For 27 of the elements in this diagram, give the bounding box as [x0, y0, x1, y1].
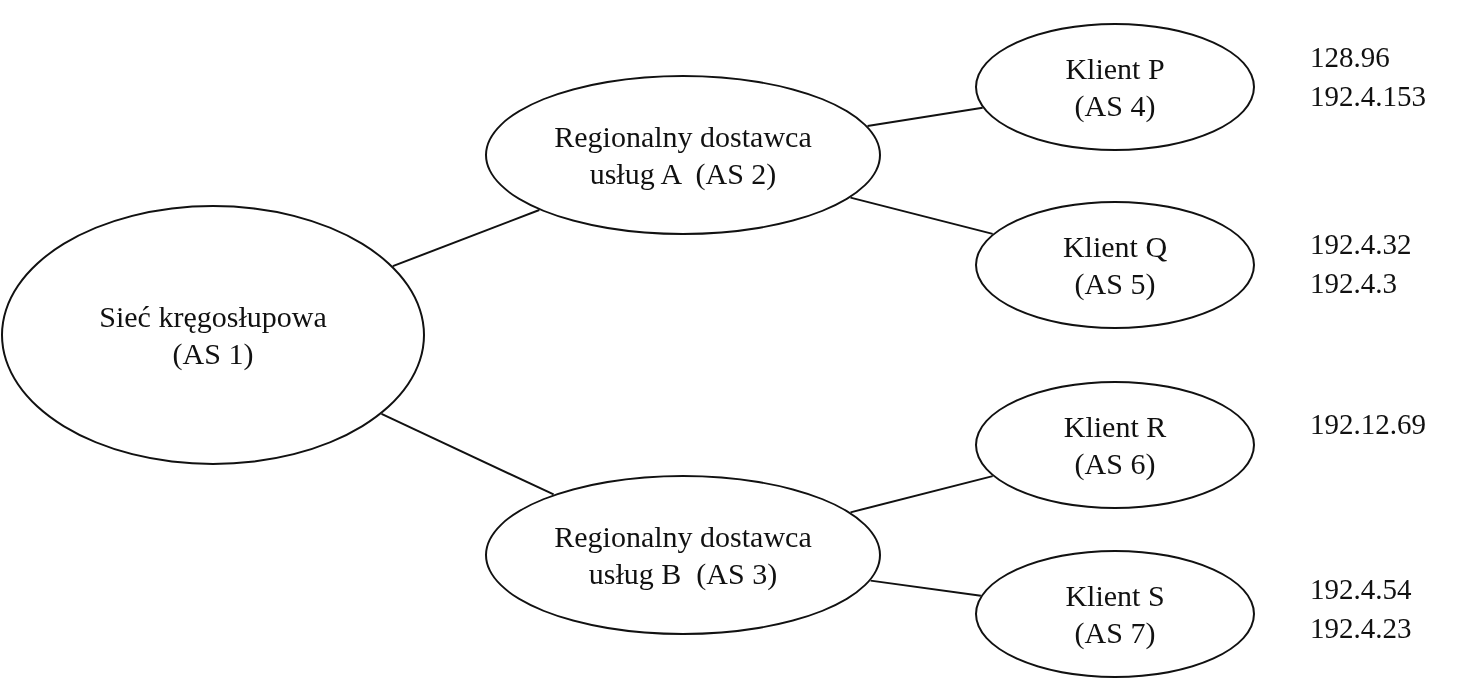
- connector-line: [869, 579, 982, 597]
- ip-prefix: 192.4.3: [1310, 266, 1398, 302]
- node-label: (AS 5): [1074, 266, 1156, 302]
- node-label: Regionalny dostawca: [554, 118, 812, 155]
- node-label: Klient R: [1063, 408, 1167, 445]
- node-label: (AS 4): [1074, 88, 1156, 124]
- node-label: Klient S: [1065, 577, 1165, 614]
- node-label: Klient P: [1065, 50, 1165, 87]
- node-label: (AS 6): [1074, 446, 1156, 482]
- ip-prefix: 128.96: [1310, 40, 1391, 75]
- connector-line: [849, 475, 994, 514]
- ip-prefix: 192.4.32: [1310, 227, 1412, 262]
- ip-prefix: 192.4.153: [1310, 79, 1426, 115]
- connector-line: [849, 196, 994, 235]
- node-label: usług A (AS 2): [589, 156, 777, 192]
- connector-line: [866, 106, 984, 127]
- node-label: Klient Q: [1062, 228, 1168, 265]
- ip-prefix: 192.12.69: [1310, 407, 1426, 442]
- node-label: usług B (AS 3): [588, 556, 778, 592]
- node-label: (AS 1): [172, 336, 254, 372]
- ip-prefix: 192.4.54: [1310, 572, 1412, 607]
- ip-prefix: 192.4.23: [1310, 611, 1412, 647]
- node-label: Regionalny dostawca: [554, 518, 812, 555]
- connector-line: [391, 209, 541, 268]
- node-label: (AS 7): [1074, 615, 1156, 651]
- node-label: Sieć kręgosłupowa: [99, 298, 327, 335]
- connector-line: [380, 412, 555, 496]
